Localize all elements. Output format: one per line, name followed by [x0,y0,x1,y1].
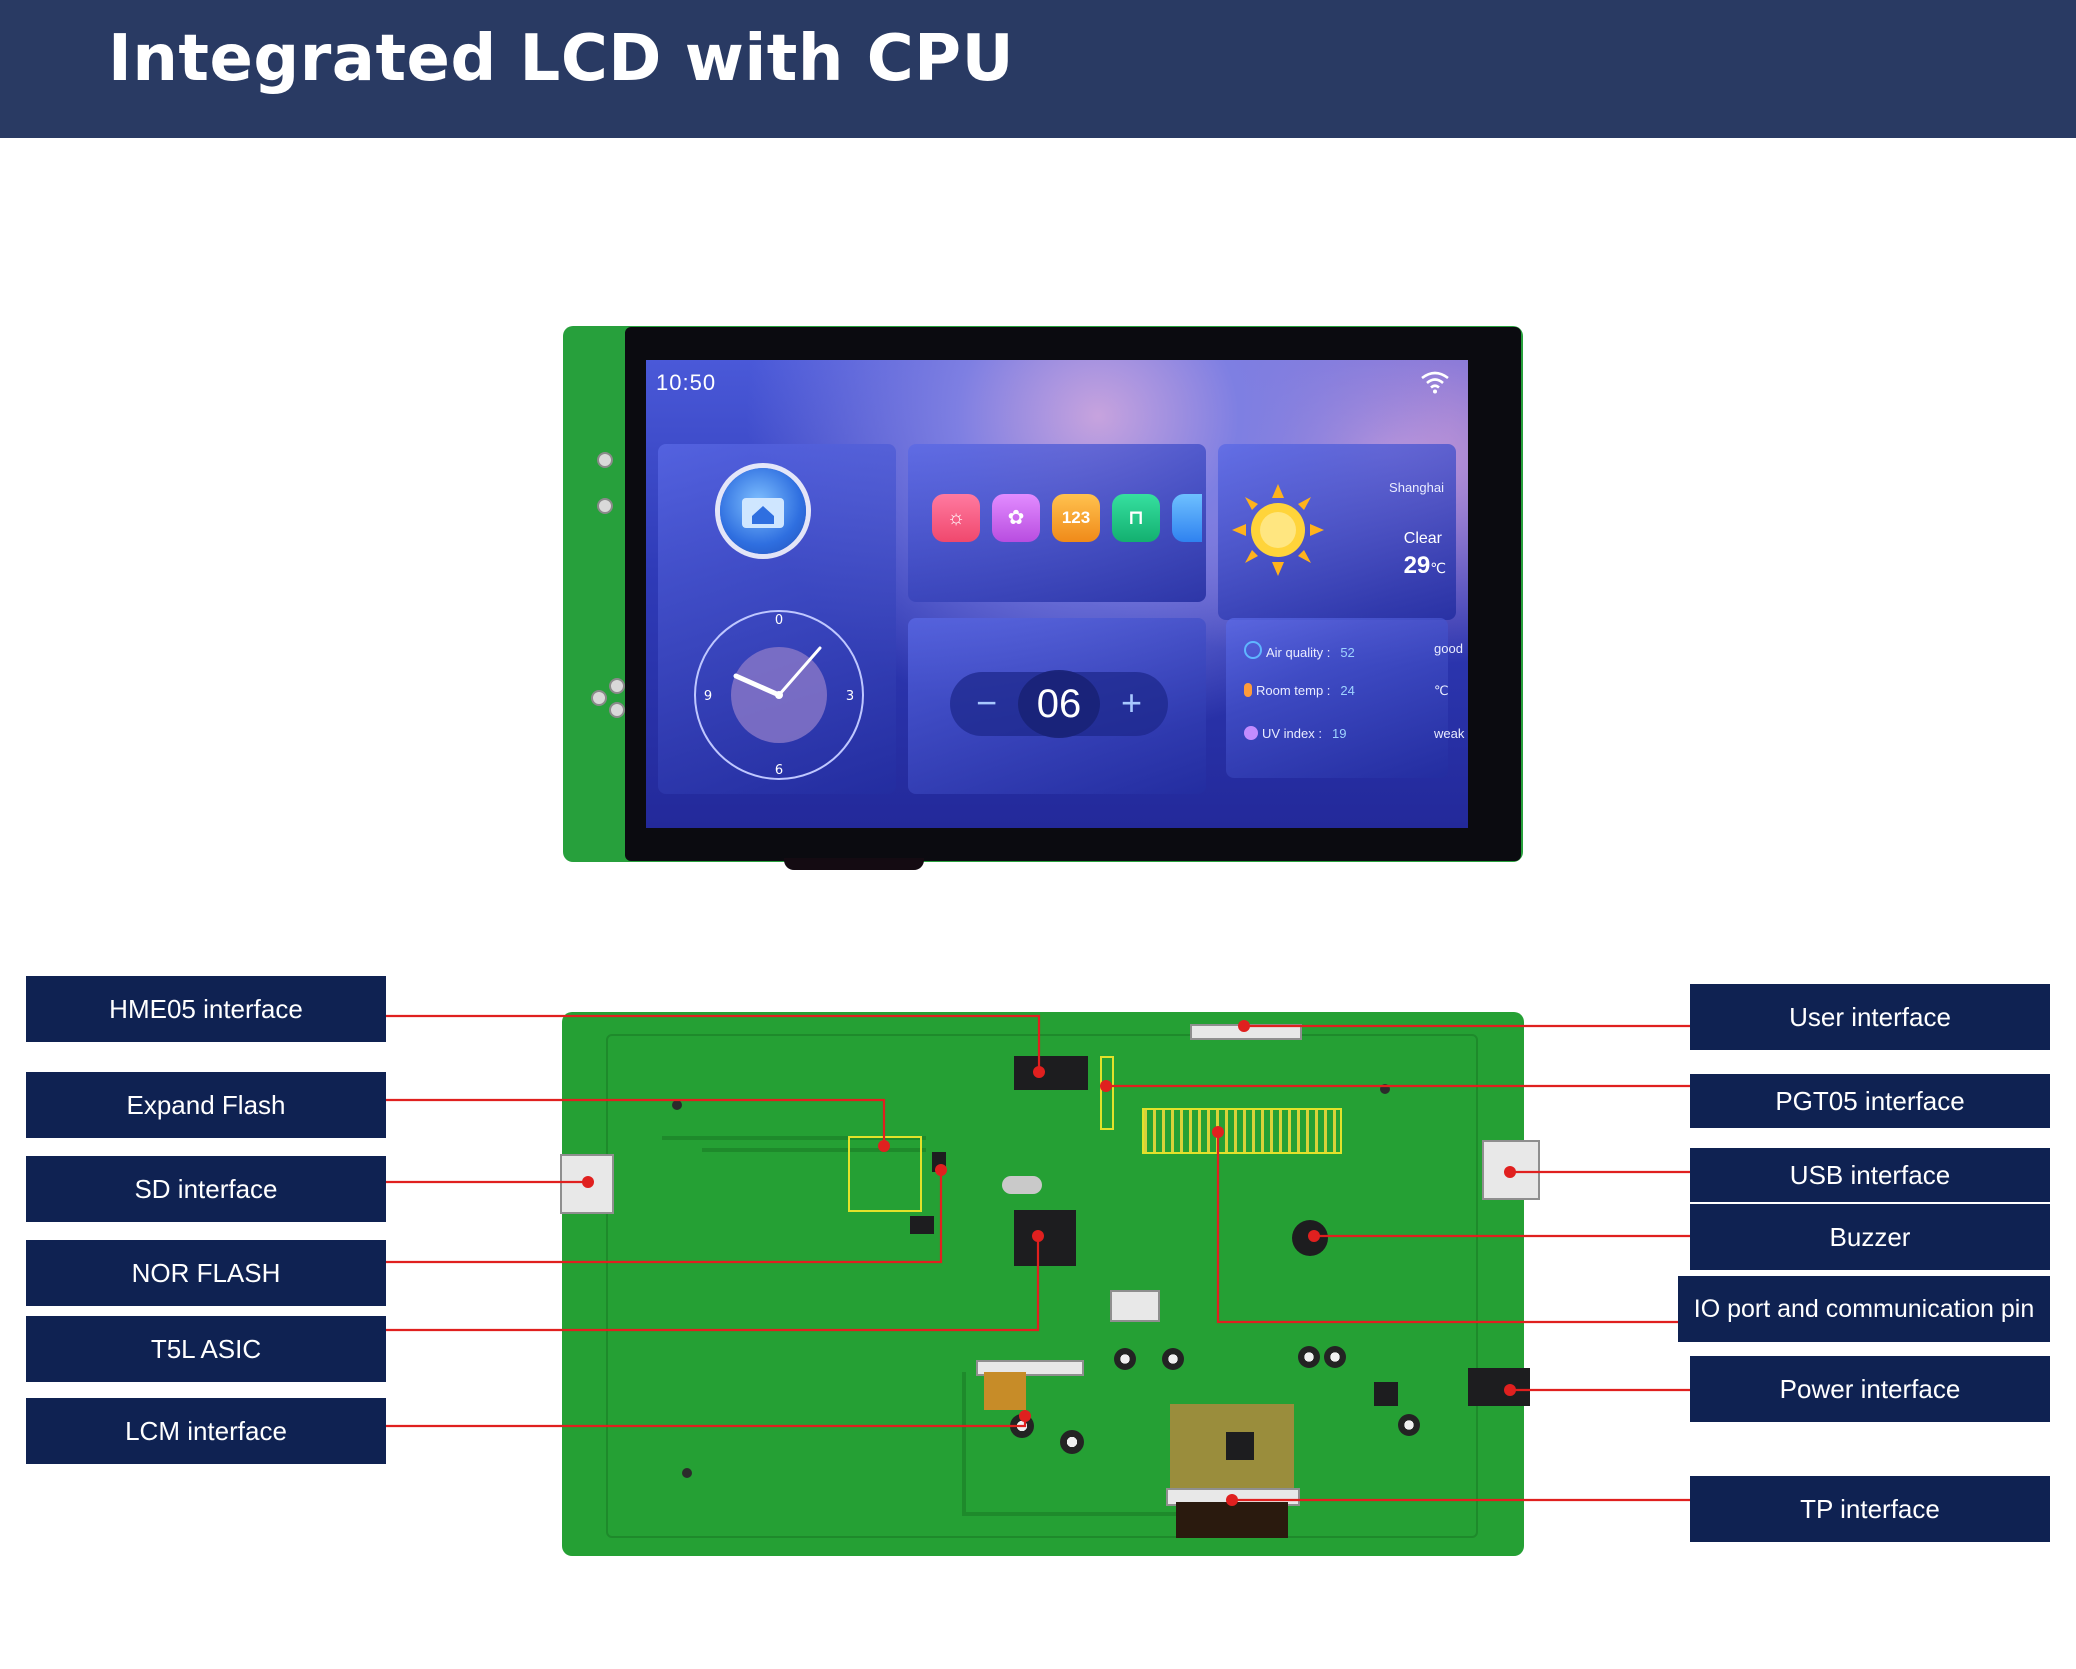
header-banner: Integrated LCD with CPU [0,0,2076,138]
app-icon-doc[interactable] [1172,494,1202,542]
value-stepper: − 06 + [950,670,1168,738]
pcb-mount-dot [609,702,625,718]
home-folder-icon [742,498,784,528]
label-lcm-interface: LCM interface [26,1398,386,1464]
sd-card-slot [560,1154,614,1214]
sun-icon [1232,484,1324,576]
buzzer [1292,1220,1328,1256]
tp-controller-chip [1226,1432,1254,1460]
weather-city: Shanghai [1389,480,1444,495]
uv-icon [1244,726,1258,740]
clock-mark-3: 3 [846,689,854,704]
uv-index-row: UV index : 19 weak [1244,726,1464,741]
capacitor [1162,1348,1184,1370]
air-quality-row: Air quality : 52 good [1244,641,1463,660]
clock-mark-9: 9 [704,689,712,704]
room-temp-unit: ℃ [1434,683,1449,698]
pcb-mount-dot [597,498,613,514]
pcb-mount-dot [591,690,607,706]
nor-flash-chip [932,1152,946,1172]
temperature-value: 29 [1403,552,1431,579]
uv-index-value: 19 [1331,726,1347,741]
clock-mark-0: 0 [775,613,783,628]
label-power-interface: Power interface [1690,1356,2050,1422]
pcb-trace [702,1148,926,1152]
user-interface-connector [1190,1024,1302,1040]
capacitor [1010,1414,1034,1438]
label-pgt05-interface: PGT05 interface [1690,1074,2050,1128]
hme05-header [1014,1056,1088,1090]
power-jack [1468,1368,1530,1406]
label-expand-flash: Expand Flash [26,1072,386,1138]
lcm-flex-cable [984,1372,1026,1410]
capacitor [1114,1348,1136,1370]
regulator-chip [1374,1382,1398,1406]
pcb-trace [962,1372,966,1516]
usb-port [1482,1140,1540,1200]
label-io-port: IO port and communication pin [1678,1276,2050,1342]
app-icon-numbers[interactable]: 123 [1052,494,1100,542]
jtag-pin-strip [1100,1056,1114,1130]
capacitor [1398,1414,1420,1436]
label-hme05-interface: HME05 interface [26,976,386,1042]
expand-flash-box [848,1136,922,1212]
room-temp-row: Room temp : 24 ℃ [1244,683,1449,698]
pcb-mount-dot [609,678,625,694]
label-user-interface: User interface [1690,984,2050,1050]
tp-flex-cable [1176,1502,1288,1538]
weather-condition: Clear [1403,530,1442,547]
t5l-asic-chip [1014,1210,1076,1266]
pcb-outline-trace [606,1034,1478,1538]
uv-index-label: UV index : [1262,726,1322,741]
page-title: Integrated LCD with CPU [108,22,1015,96]
pcb-hole [1380,1084,1390,1094]
room-temp-value: 24 [1340,683,1355,698]
home-button[interactable] [720,468,806,554]
wifi-icon [1421,371,1449,394]
room-temp-label: Room temp : [1256,683,1331,698]
crystal-oscillator [1002,1176,1042,1194]
pcb-hole [682,1468,692,1478]
thermometer-icon [1244,683,1252,697]
label-tp-interface: TP interface [1690,1476,2050,1542]
clock-mark-6: 6 [775,763,783,778]
stepper-plus-button[interactable]: + [1120,682,1142,723]
label-nor-flash: NOR FLASH [26,1240,386,1306]
app-icon-lock[interactable]: ⊓ [1112,494,1160,542]
uv-index-status: weak [1434,726,1465,741]
capacitor [1298,1346,1320,1368]
air-quality-status: good [1434,641,1463,656]
capacitor [1324,1346,1346,1368]
pcb-hole [672,1100,682,1110]
label-t5l-asic: T5L ASIC [26,1316,386,1382]
app-icon-light[interactable]: ☼ [932,494,980,542]
label-usb-interface: USB interface [1690,1148,2050,1202]
stepper-minus-button[interactable]: − [976,682,998,723]
app-icon-fan[interactable]: ✿ [992,494,1040,542]
temperature-unit: ℃ [1430,560,1446,576]
label-buzzer: Buzzer [1690,1204,2050,1270]
air-quality-label: Air quality : [1266,645,1331,660]
lcd-screen: 10:50 0 3 6 9 ☼ ✿ 123 ⊓ − 06 + [646,360,1468,828]
capacitor [1060,1430,1084,1454]
pcb-mount-dot [597,452,613,468]
battery-connector [1110,1290,1160,1322]
small-ic-chip [910,1216,934,1234]
stepper-value: 06 [1018,670,1100,738]
weather-temperature: 29℃ [1404,552,1446,580]
label-sd-interface: SD interface [26,1156,386,1222]
pgt05-pin-header [1142,1108,1342,1154]
flex-cable-tab [784,858,924,870]
environment-card [1226,618,1448,778]
analog-clock: 0 3 6 9 [694,610,864,780]
air-quality-icon [1244,641,1262,659]
screen-time: 10:50 [656,370,717,395]
air-quality-value: 52 [1340,645,1355,660]
back-pcb-board [560,1012,1540,1556]
